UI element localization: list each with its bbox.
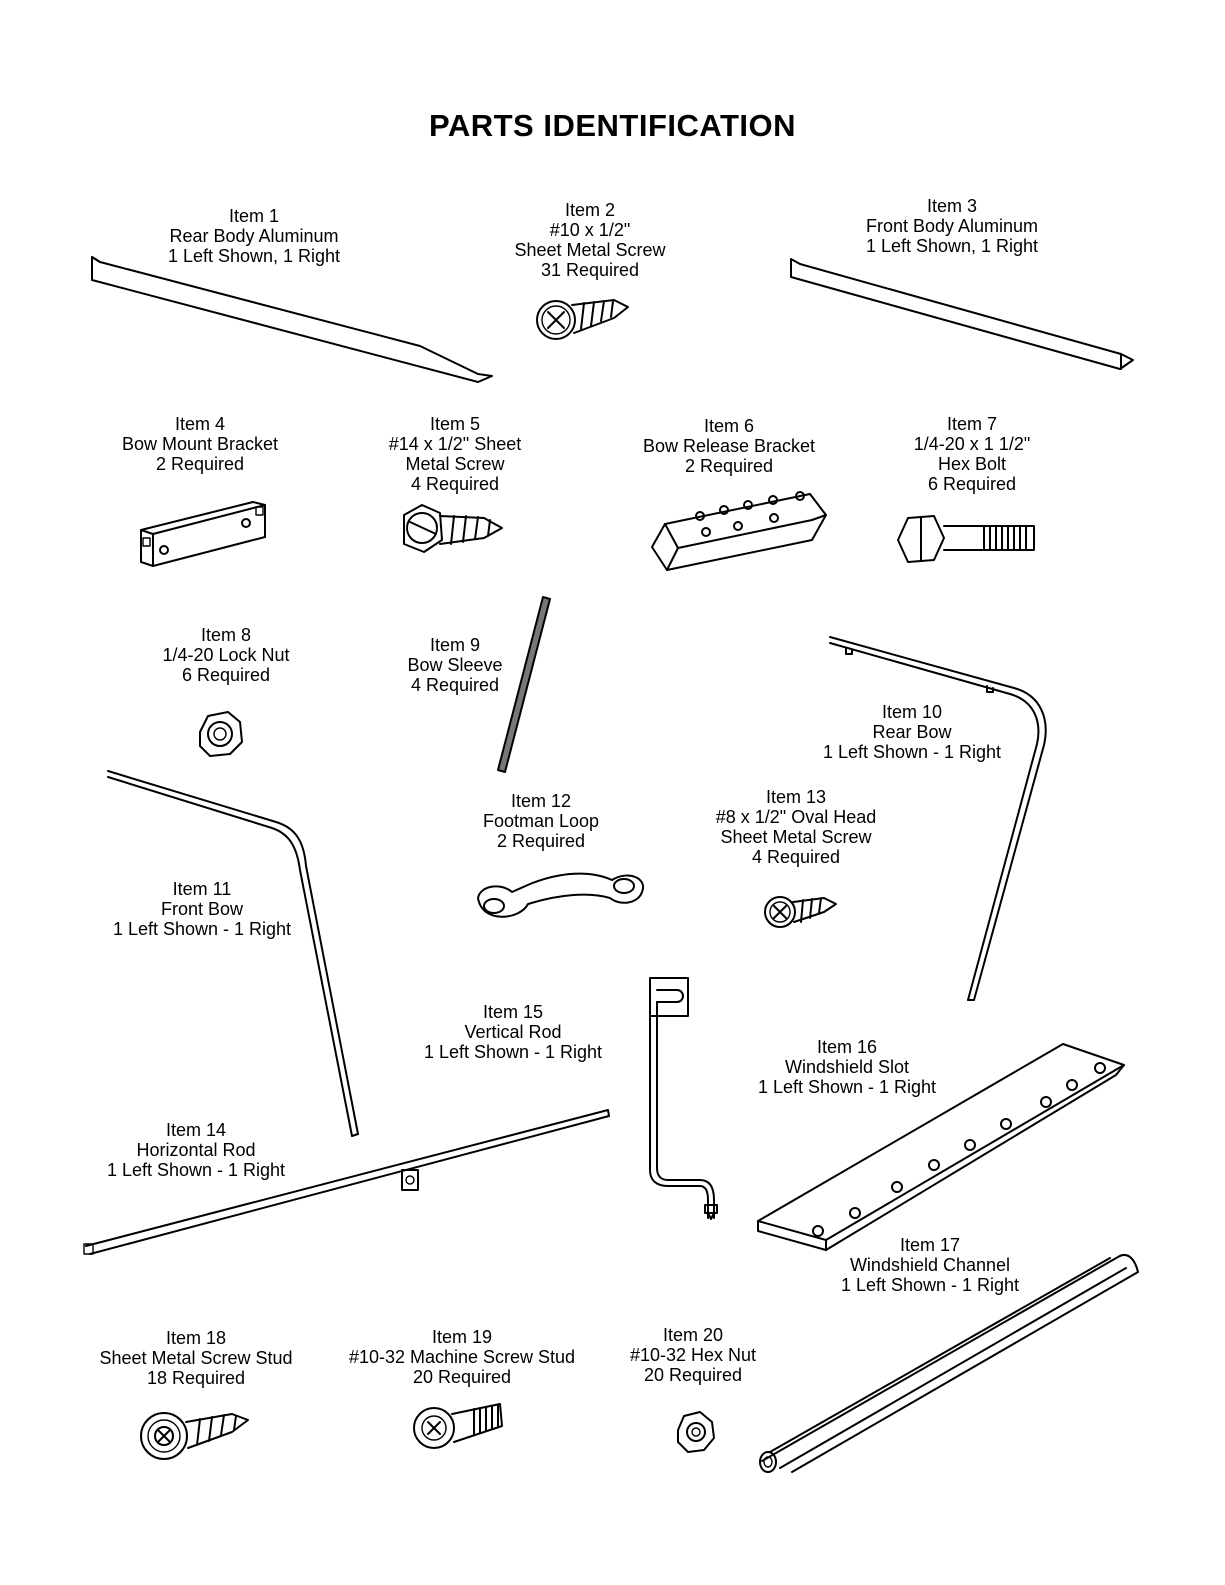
footman-loop-icon <box>477 872 645 918</box>
rear-body-aluminum-drawing <box>91 256 493 383</box>
sheet-metal-screw-icon <box>536 299 629 340</box>
page-title: PARTS IDENTIFICATION <box>428 108 797 143</box>
oval-head-screw-icon <box>764 896 837 928</box>
hex-head-screw-icon <box>403 504 503 553</box>
front-bow-drawing <box>107 770 359 1137</box>
machine-screw-stud-icon <box>413 1403 503 1449</box>
vertical-rod-drawing <box>649 977 718 1220</box>
bow-sleeve-drawing <box>497 596 551 773</box>
hex-nut-icon <box>677 1411 715 1453</box>
windshield-slot-drawing <box>757 1043 1125 1251</box>
lock-nut-icon <box>199 711 243 757</box>
bow-mount-bracket-drawing <box>140 501 266 567</box>
hex-bolt-icon <box>897 515 1035 563</box>
bow-release-bracket-drawing <box>651 491 827 571</box>
rear-bow-drawing <box>829 636 1047 1001</box>
front-body-aluminum-drawing <box>790 258 1134 370</box>
sheet-metal-screw-stud-icon <box>140 1412 249 1460</box>
horizontal-rod-drawing <box>83 1109 610 1255</box>
windshield-channel-drawing <box>759 1253 1139 1473</box>
